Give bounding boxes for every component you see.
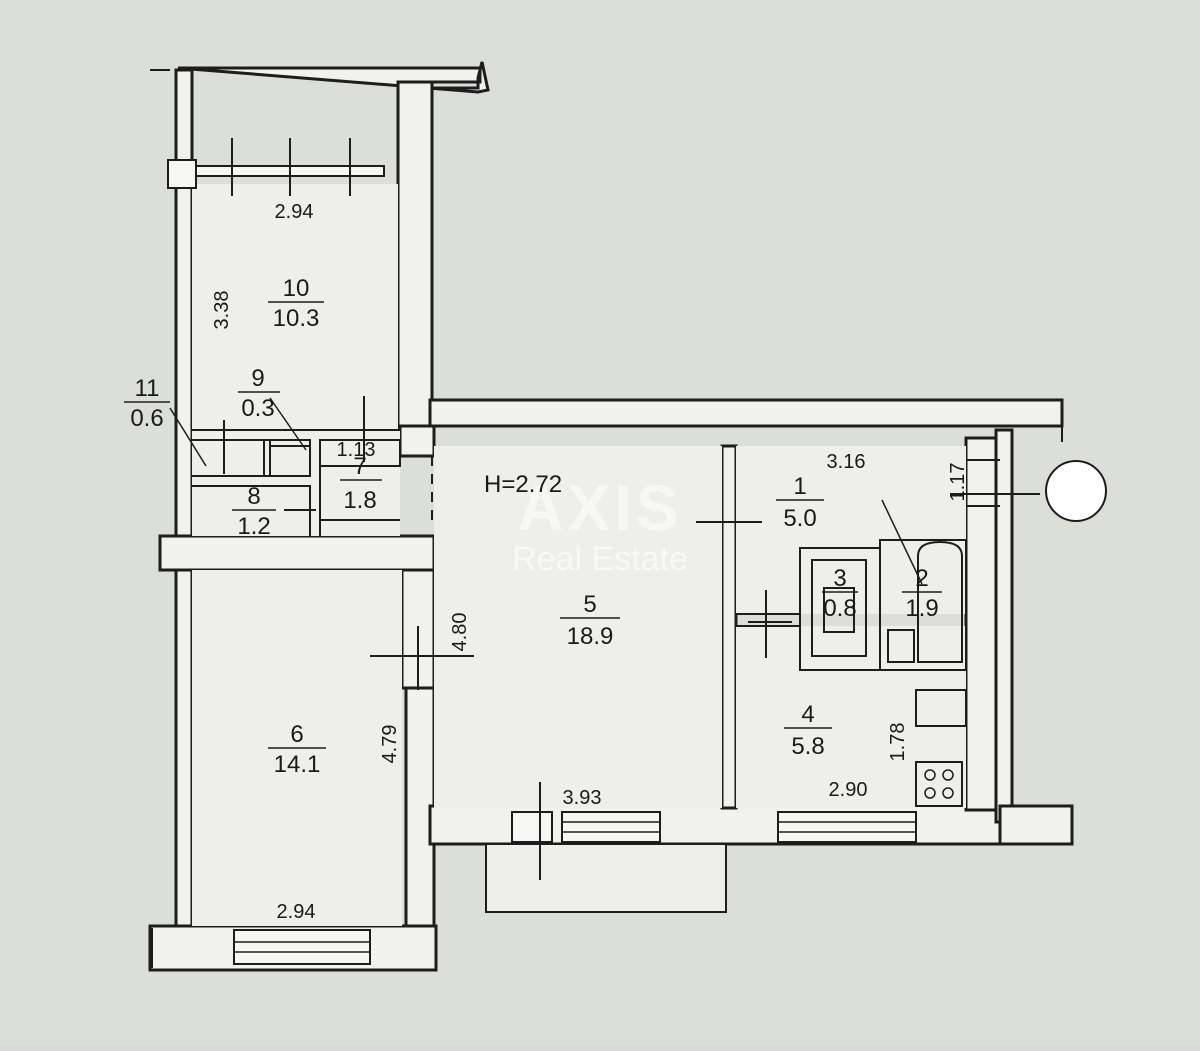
room-label-4: 4 5.8	[784, 701, 832, 760]
floor-corridor	[192, 430, 400, 536]
room-area: 0.6	[130, 405, 163, 432]
window-room-10	[167, 165, 385, 177]
room-label-5: 5 18.9	[560, 591, 620, 650]
room-area: 5.0	[783, 505, 816, 532]
dim-room-6-width: 2.94	[277, 901, 316, 923]
room-label-7: 7 1.8	[340, 453, 382, 514]
wall-between-5-and-4	[720, 444, 738, 810]
room-area: 1.2	[237, 513, 270, 540]
room-area: 10.3	[273, 305, 320, 332]
wall-corner	[398, 424, 436, 458]
dim-room-4-length: 1.78	[887, 723, 909, 762]
room-area: 5.8	[791, 733, 824, 760]
watermark-sub: Real Estate	[512, 540, 688, 578]
room-number: 10	[283, 275, 310, 302]
dim-room-5-length: 4.80	[449, 613, 471, 652]
room-area: 1.8	[343, 487, 376, 514]
walls	[148, 61, 1074, 972]
dim-room-6-length: 4.79	[379, 725, 401, 764]
room-area: 0.3	[241, 395, 274, 422]
dim-room-10-length: 3.38	[211, 291, 233, 330]
room-number: 5	[583, 591, 596, 618]
window-room-6	[233, 929, 371, 965]
room-number: 6	[290, 721, 303, 748]
wall-right-outer	[994, 428, 1014, 824]
room-label-3: 3 0.8	[822, 565, 858, 622]
window-room-4	[777, 811, 917, 843]
riser-marker	[1045, 460, 1107, 522]
wall-bottom-right	[998, 804, 1074, 846]
room-number: 9	[251, 365, 264, 392]
dim-room-5-width: 3.93	[563, 787, 602, 809]
room-area: 14.1	[274, 751, 321, 778]
dim-room-1-length: 1.17	[947, 463, 969, 502]
partitions	[192, 429, 1000, 807]
windows	[167, 138, 917, 965]
room-label-6: 6 14.1	[268, 721, 326, 778]
room-label-2: 2 1.9	[902, 565, 942, 622]
break-marks	[150, 69, 1073, 968]
room-label-8: 8 1.2	[232, 483, 276, 540]
door-marks	[169, 396, 1040, 880]
floor-room-5	[434, 446, 722, 808]
room-number: 4	[801, 701, 814, 728]
room-number: 1	[793, 473, 806, 500]
floor-room-1	[736, 446, 966, 614]
wall-between-10-and-5	[396, 80, 434, 434]
dim-room-1-width: 3.16	[827, 451, 866, 473]
room-area: 0.8	[823, 595, 856, 622]
room-area: 18.9	[567, 623, 614, 650]
wall-between-8-and-6	[158, 534, 436, 572]
ceiling-height: H=2.72	[484, 471, 562, 498]
dim-room-4-width: 2.90	[829, 779, 868, 801]
dimension-labels: 2.94 3.38 1.13 4.80 3.93 4.79 2.94 3.16 …	[211, 201, 969, 923]
room-label-9: 9 0.3	[238, 365, 280, 422]
room-label-11: 11 0.6	[124, 375, 170, 432]
dim-room-10-width: 2.94	[275, 201, 314, 223]
wall-left-outer	[174, 68, 194, 942]
room-area: 1.9	[905, 595, 938, 622]
room-label-10: 10 10.3	[268, 275, 324, 332]
room-number: 2	[915, 565, 928, 592]
room-number: 8	[247, 483, 260, 510]
room-label-1: 1 5.0	[776, 473, 824, 532]
room-number: 3	[833, 565, 846, 592]
window-room-5	[561, 811, 661, 843]
floor-room-10	[192, 184, 398, 430]
room-labels: 10 10.3 11 0.6 9 0.3 7 1.8 8 1.2 5 18.9	[124, 275, 942, 778]
dim-room-7-width: 1.13	[337, 439, 376, 461]
room-number: 11	[135, 375, 160, 402]
wall-top-living	[428, 398, 1064, 428]
room-number: 7	[353, 453, 366, 480]
balcony	[485, 843, 727, 913]
watermark-brand: AXIS	[517, 472, 682, 544]
